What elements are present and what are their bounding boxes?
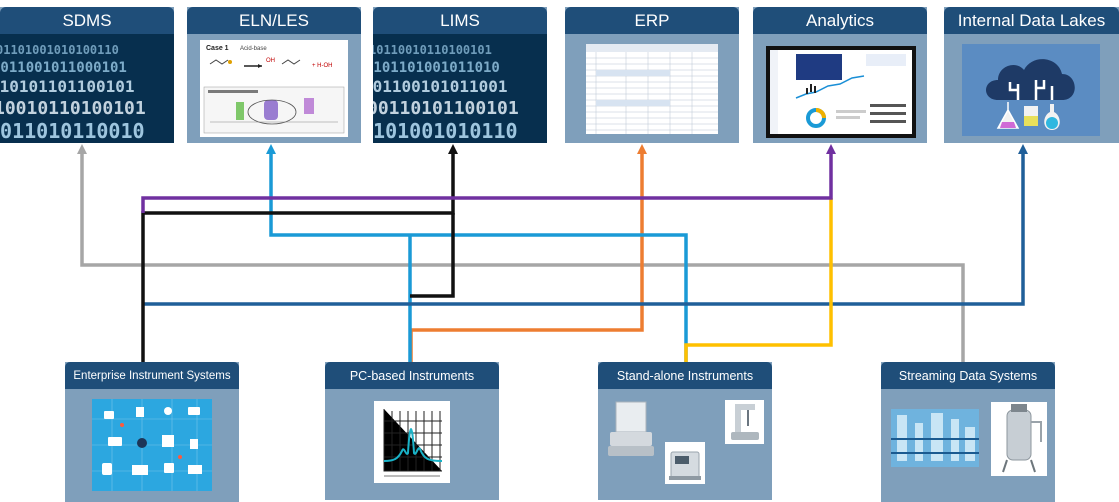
card-enterprise-title: Enterprise Instrument Systems [65, 362, 239, 389]
cloud-lab-icon [962, 44, 1100, 136]
eln-case-label: Case 1 [206, 45, 229, 52]
card-streaming-title: Streaming Data Systems [881, 362, 1055, 389]
connector-enterprise-to-datalakes [143, 144, 1028, 306]
svg-text:0101101001011010: 0101101001011010 [373, 60, 500, 76]
connector-standalone-to-analytics [684, 198, 833, 362]
card-pc-based-instruments[interactable]: PC-based Instruments [325, 362, 499, 500]
analyzer-instrument-image [665, 442, 705, 484]
binary-data-image: 01101001010100110 1011001011000101 01010… [0, 34, 174, 143]
card-sdms-title: SDMS [0, 7, 174, 34]
connector-streaming-to-sdms [77, 144, 965, 362]
card-erp-title: ERP [565, 7, 739, 34]
card-enterprise-instrument-systems[interactable]: Enterprise Instrument Systems [65, 362, 239, 502]
card-lims[interactable]: LIMS 10110010110100101 0101101001011010 … [373, 7, 547, 143]
svg-text:0011010110010: 0011010110010 [0, 119, 145, 143]
card-streaming-data-systems[interactable]: Streaming Data Systems [881, 362, 1055, 502]
card-pc-based-title: PC-based Instruments [325, 362, 499, 389]
connector-pc-to-erp [409, 144, 647, 362]
svg-text:OH: OH [266, 58, 275, 64]
card-stand-alone-title: Stand-alone Instruments [598, 362, 772, 389]
svg-text:101100101011001: 101100101011001 [373, 77, 508, 96]
binary-data-image: 10110010110100101 0101101001011010 10110… [373, 34, 547, 143]
card-eln-les[interactable]: ELN/LES Case 1 Acid-base OH + H-OH [187, 7, 361, 143]
card-analytics[interactable]: Analytics [753, 7, 927, 143]
spreadsheet-image [586, 44, 718, 134]
chemistry-reaction-image: Case 1 Acid-base OH + H-OH [200, 40, 348, 137]
card-sdms[interactable]: SDMS 01101001010100110 1011001011000101 … [0, 7, 174, 143]
chromatogram-image [374, 401, 450, 483]
svg-text:10110010110100101: 10110010110100101 [373, 43, 492, 57]
card-analytics-title: Analytics [753, 7, 927, 34]
card-internal-data-lakes[interactable]: Internal Data Lakes [944, 7, 1119, 143]
connector-pc-to-lims [410, 213, 455, 298]
bioreactor-image [991, 402, 1047, 476]
svg-text:00110101100101: 00110101100101 [373, 98, 519, 119]
card-eln-les-title: ELN/LES [187, 7, 361, 34]
card-erp[interactable]: ERP [565, 7, 739, 143]
connector-standalone-to-eln [266, 144, 688, 362]
connector-enterprise-to-lims [141, 144, 458, 362]
eln-product-label: + H-OH [312, 63, 333, 69]
process-plant-image [891, 409, 979, 467]
network-devices-image [92, 399, 212, 491]
svg-text:10010110100101: 10010110100101 [0, 98, 146, 119]
card-internal-data-lakes-title: Internal Data Lakes [944, 7, 1119, 34]
card-lims-title: LIMS [373, 7, 547, 34]
svg-text:1101001010110: 1101001010110 [373, 119, 518, 143]
balance-instrument-image [608, 400, 654, 458]
svg-text:1011001011000101: 1011001011000101 [0, 60, 127, 76]
connector-enterprise-to-analytics [141, 144, 836, 213]
dashboard-image [766, 46, 916, 138]
stirrer-instrument-image [725, 400, 764, 444]
svg-text:01101001010100110: 01101001010100110 [0, 43, 119, 57]
eln-reaction-label: Acid-base [240, 46, 267, 52]
card-stand-alone-instruments[interactable]: Stand-alone Instruments [598, 362, 772, 500]
svg-text:010101101100101: 010101101100101 [0, 77, 135, 96]
